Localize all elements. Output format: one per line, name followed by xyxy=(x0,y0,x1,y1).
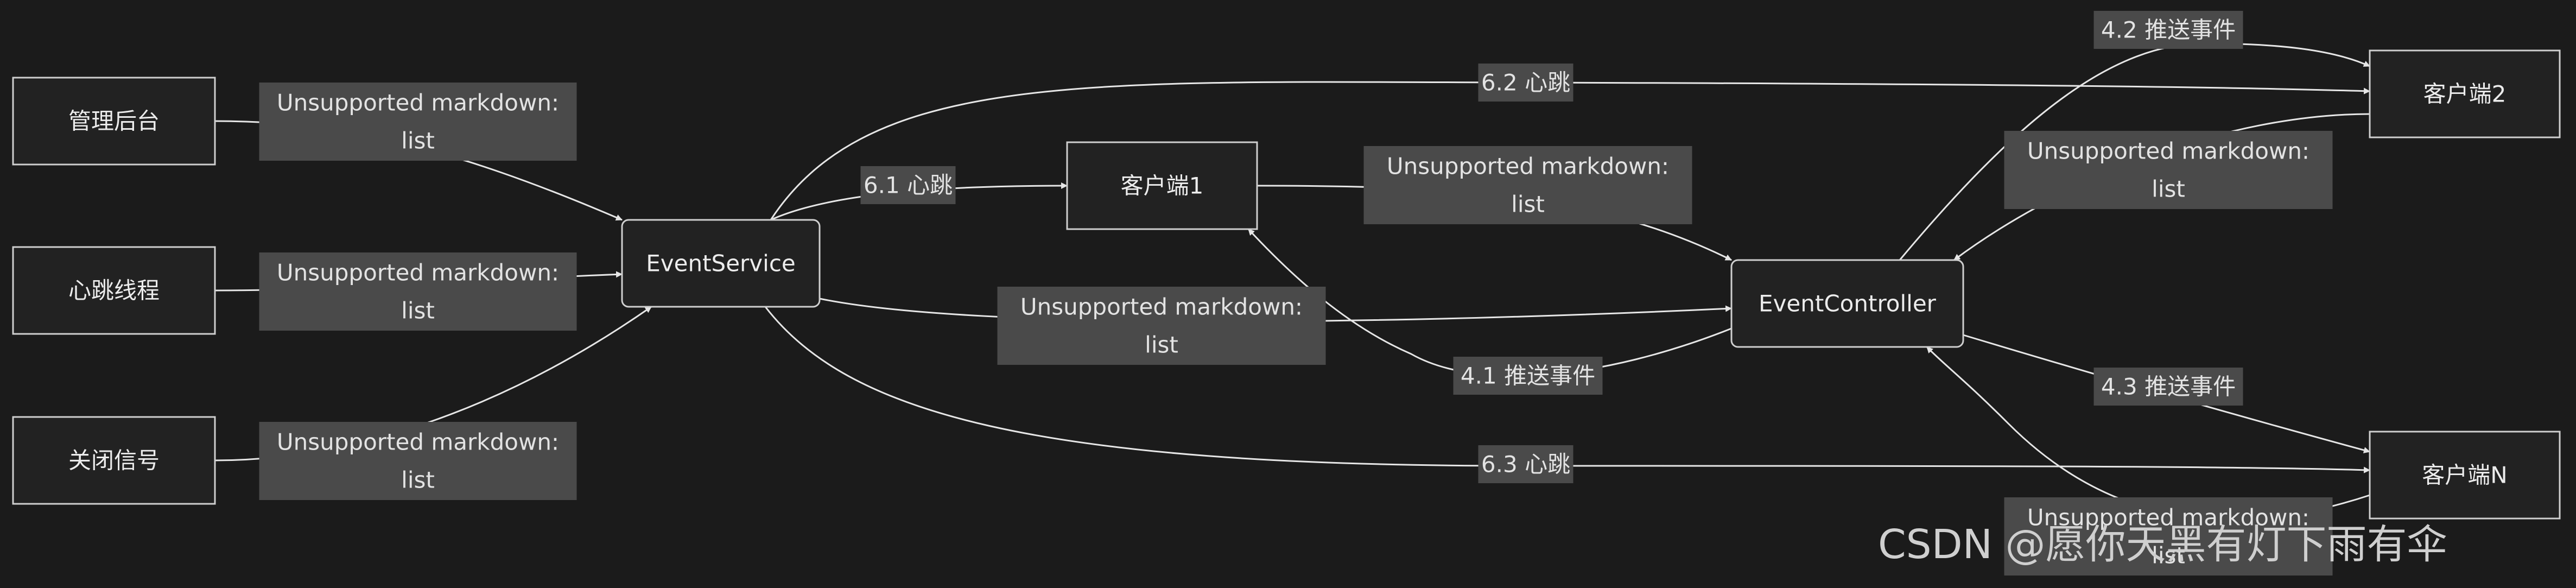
node-clientn: 客户端N xyxy=(2369,431,2561,520)
edge-label-background xyxy=(1363,146,1692,224)
edge-label-background xyxy=(1478,64,1573,102)
edge-label-background xyxy=(2004,497,2333,576)
node-box xyxy=(2369,431,2561,520)
edge-label-text: 4.2 推送事件 xyxy=(2101,17,2236,43)
node-client2: 客户端2 xyxy=(2369,49,2561,138)
node-heartbeat: 心跳线程 xyxy=(12,246,216,335)
edge-label-text: list xyxy=(2152,176,2185,203)
edge-label-text: Unsupported markdown: xyxy=(2027,504,2309,531)
node-label: 客户端N xyxy=(2422,462,2507,489)
node-box xyxy=(1066,141,1258,230)
edge-label-background xyxy=(2004,131,2333,209)
edge-label-client1-to-controller: Unsupported markdown: list xyxy=(1363,146,1692,224)
edge-label-text: 4.3 推送事件 xyxy=(2101,374,2236,400)
node-label: 关闭信号 xyxy=(68,447,160,474)
edge-controller-to-client1 xyxy=(1247,228,1732,377)
node-box xyxy=(1730,259,1964,348)
edge-label-text: Unsupported markdown: xyxy=(1387,153,1669,180)
node-label: EventController xyxy=(1759,290,1937,317)
node-box xyxy=(12,416,216,505)
edge-label-clientn-to-controller: Unsupported markdown: list xyxy=(2004,497,2333,576)
edge-label-background xyxy=(259,83,577,161)
edge-label-service-to-clientn: 6.3 心跳 xyxy=(1478,445,1573,483)
edge-label-text: 6.2 心跳 xyxy=(1481,69,1570,96)
node-label: EventService xyxy=(646,250,796,277)
node-admin: 管理后台 xyxy=(12,77,216,166)
edge-label-controller-to-client1: 4.1 推送事件 xyxy=(1453,357,1603,395)
edge-label-client2-to-controller: Unsupported markdown: list xyxy=(2004,131,2333,209)
edge-label-text: list xyxy=(401,467,435,494)
edge-label-text: list xyxy=(1145,332,1178,358)
edge-label-background xyxy=(1478,445,1573,483)
node-eventservice: EventService xyxy=(621,219,821,308)
edge-label-text: 4.1 推送事件 xyxy=(1461,363,1595,389)
node-box xyxy=(2369,49,2561,138)
edge-label-background xyxy=(259,422,577,500)
edge-label-text: Unsupported markdown: xyxy=(1020,294,1303,320)
edge-label-background xyxy=(2093,11,2243,49)
edge-label-text: Unsupported markdown: xyxy=(277,260,559,286)
edge-label-service-to-client1: 6.1 心跳 xyxy=(860,166,956,204)
edge-label-text: Unsupported markdown: xyxy=(277,429,559,456)
edge-label-text: Unsupported markdown: xyxy=(277,90,559,116)
node-client1: 客户端1 xyxy=(1066,141,1258,230)
edge-label-text: 6.1 心跳 xyxy=(864,172,953,199)
node-label: 客户端2 xyxy=(2423,81,2507,108)
edge-label-background xyxy=(997,287,1326,365)
edge-label-admin-to-service: Unsupported markdown: list xyxy=(259,83,577,161)
edge-label-background xyxy=(860,166,956,204)
edge-label-text: Unsupported markdown: xyxy=(2027,138,2309,165)
watermark-text: CSDN @愿你天黑有灯下雨有伞 xyxy=(1878,521,2447,568)
node-label: 管理后台 xyxy=(68,108,160,135)
edge-label-service-to-controller: Unsupported markdown: list xyxy=(997,287,1326,365)
node-box xyxy=(12,77,216,166)
edge-label-controller-to-client2: 4.2 推送事件 xyxy=(2093,11,2243,49)
node-label: 客户端1 xyxy=(1121,173,1204,199)
edge-label-background xyxy=(1453,357,1603,395)
edge-label-shutdown-to-service: Unsupported markdown: list xyxy=(259,422,577,500)
edge-label-text: list xyxy=(401,128,435,154)
node-shutdown: 关闭信号 xyxy=(12,416,216,505)
edge-label-text: 6.3 心跳 xyxy=(1481,451,1570,478)
edge-label-background xyxy=(259,252,577,331)
edge-label-background xyxy=(2093,368,2243,406)
edge-label-controller-to-clientn: 4.3 推送事件 xyxy=(2093,368,2243,406)
node-box xyxy=(12,246,216,335)
node-box xyxy=(621,219,821,308)
edge-label-heartbeat-to-service: Unsupported markdown: list xyxy=(259,252,577,331)
node-label: 心跳线程 xyxy=(68,277,160,304)
edge-label-text: list xyxy=(1511,191,1545,218)
edge-label-text: list xyxy=(2152,542,2185,569)
edge-label-text: list xyxy=(401,298,435,324)
node-eventcontroller: EventController xyxy=(1730,259,1964,348)
edge-label-service-to-client2: 6.2 心跳 xyxy=(1478,64,1573,102)
